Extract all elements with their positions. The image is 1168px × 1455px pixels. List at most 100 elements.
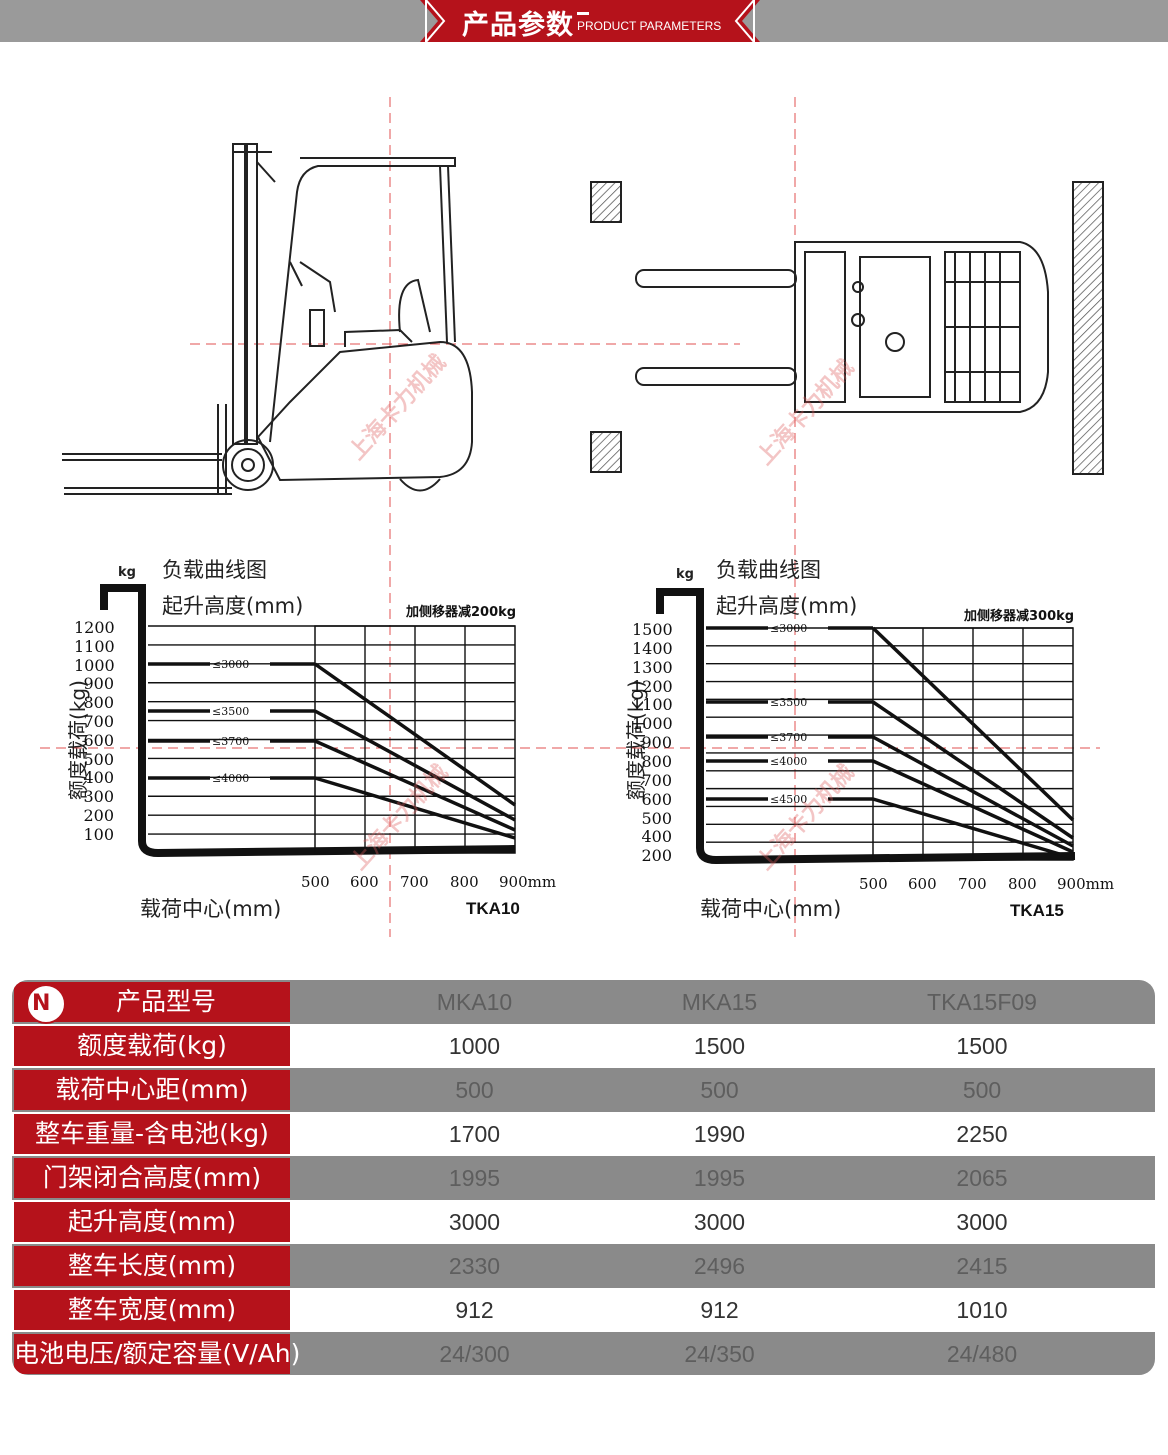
table-row: 整车长度(mm) 2330 2496 2415 (12, 1244, 1155, 1288)
row-value: 1995 (448, 1165, 501, 1191)
chart2-unit: kg (676, 567, 694, 582)
row-value: 3000 (956, 1209, 1008, 1235)
chart2-ytick: 200 (641, 846, 672, 866)
row-value: 500 (455, 1077, 494, 1103)
chart2-note: 加侧移器减300kg (964, 609, 1075, 624)
row-value: 1500 (956, 1033, 1008, 1059)
chart2-xtick: 700 (958, 875, 987, 893)
row-value: 1500 (693, 1033, 746, 1059)
row-label: 整车长度(mm) (14, 1246, 290, 1286)
chart2-ytick: 1400 (632, 638, 673, 658)
header-label: 产品型号 (115, 987, 216, 1016)
row-label: 电池电压/额定容量(V/Ah) (14, 1334, 300, 1374)
chart2-title: 负载曲线图 (716, 558, 821, 582)
chart2-model: TKA15 (1010, 901, 1064, 920)
chart1-ytick: 100 (83, 824, 114, 844)
table-row: 载荷中心距(mm) 500 500 500 (12, 1068, 1155, 1112)
row-label: 门架闭合高度(mm) (14, 1158, 290, 1198)
chart2-ytick: 500 (641, 808, 672, 828)
chart1-ytick: 900 (83, 674, 114, 694)
row-value: 1000 (448, 1033, 501, 1059)
table-row: 整车宽度(mm) 912 912 1010 (12, 1288, 1155, 1332)
chart2-ytick: 400 (641, 827, 672, 847)
row-value: 1990 (693, 1121, 746, 1147)
row-value: 2496 (693, 1253, 746, 1279)
row-value: 912 (455, 1297, 494, 1323)
table-row: 电池电压/额定容量(V/Ah) 24/300 24/350 24/480 (12, 1332, 1155, 1375)
top-view-drawing (590, 181, 1104, 475)
chart1-xtick: 500 (301, 873, 330, 891)
chart1-ytick: 1100 (74, 636, 115, 656)
chart1-xtick: 800 (450, 873, 479, 891)
chart2-ytick: 1000 (632, 714, 673, 734)
spec-table: 产品型号 N MKA10 MKA15 TKA15F09 额度载荷(kg) 1000… (12, 980, 1155, 1375)
row-value: 1010 (956, 1297, 1008, 1323)
chart1-ytick: 400 (83, 768, 114, 788)
chart1-ytick: 1200 (74, 618, 115, 637)
chart2-xtick: 500 (859, 875, 888, 893)
row-value: 24/350 (684, 1341, 755, 1367)
table-row: 门架闭合高度(mm) 1995 1995 2065 (12, 1156, 1155, 1200)
banner-dash (577, 12, 589, 15)
row-value: 24/480 (946, 1341, 1018, 1367)
row-label: 整车重量-含电池(kg) (14, 1114, 290, 1154)
chart2-ytick: 600 (641, 789, 672, 809)
page-subtitle: PRODUCT PARAMETERS (577, 19, 722, 33)
table-row: 整车重量-含电池(kg) 1700 1990 2250 (12, 1112, 1155, 1156)
chart2-xtick: 800 (1008, 875, 1037, 893)
chart1-note: 加侧移器减200kg (406, 605, 517, 620)
chart1-ytick: 500 (83, 749, 114, 769)
table-header-row: 产品型号 N MKA10 MKA15 TKA15F09 (12, 980, 1155, 1024)
chart1-model: TKA10 (466, 899, 520, 918)
row-label: 额度载荷(kg) (14, 1026, 290, 1066)
chart1-xlabel: 载荷中心(mm) (140, 897, 282, 921)
table-row: 额度载荷(kg) 1000 1500 1500 (12, 1024, 1155, 1068)
table-row: 起升高度(mm) 3000 3000 3000 (12, 1200, 1155, 1244)
row-value: 912 (700, 1297, 739, 1323)
brand-logo-icon: N (26, 984, 66, 1024)
chart2-ytick: 1300 (632, 657, 673, 677)
row-value: 3000 (693, 1209, 746, 1235)
row-label: 起升高度(mm) (14, 1202, 290, 1242)
chart2-lift-label: 起升高度(mm) (716, 594, 858, 618)
row-value: 24/300 (439, 1341, 510, 1367)
chart1-ytick: 700 (83, 712, 114, 731)
row-value: 2250 (956, 1121, 1008, 1147)
chart2-xlabel: 载荷中心(mm) (700, 897, 842, 921)
row-value: 1700 (448, 1121, 501, 1147)
chart2-ytick: 1500 (632, 620, 673, 639)
row-value: 2065 (956, 1165, 1008, 1191)
chart2-ytick: 800 (641, 751, 672, 771)
header-banner: 产品参数 PRODUCT PARAMETERS (420, 0, 760, 42)
chart1-lift-label: 起升高度(mm) (162, 594, 304, 618)
chart2-ytick: 900 (641, 733, 672, 753)
chart1-ytick: 600 (83, 730, 114, 750)
chart2-xtick: 900mm (1057, 875, 1115, 893)
model-col-1: MKA10 (436, 989, 513, 1015)
model-col-2: MKA15 (681, 989, 758, 1015)
row-value: 500 (962, 1077, 1002, 1103)
chart1-unit: kg (118, 565, 136, 580)
forklift-drawings (40, 97, 1104, 937)
row-value: 3000 (448, 1209, 501, 1235)
chart2-ytick: 1200 (632, 676, 673, 696)
row-label: 载荷中心距(mm) (14, 1070, 290, 1110)
model-col-3: TKA15F09 (927, 989, 1037, 1015)
row-value: 1995 (693, 1165, 746, 1191)
row-value: 2330 (448, 1253, 501, 1279)
chart1-xtick: 700 (400, 873, 429, 891)
chart2-ytick: 700 (641, 770, 672, 790)
chart1-ytick: 200 (83, 806, 114, 825)
page-title: 产品参数 (462, 10, 574, 41)
chart2-ytick: 1100 (632, 695, 673, 715)
row-label: 整车宽度(mm) (14, 1290, 290, 1330)
chart1-ytick: 1000 (74, 655, 115, 675)
chart2-xtick: 600 (908, 875, 937, 893)
chart1-ytick: 800 (83, 693, 114, 713)
row-value: 500 (700, 1077, 739, 1103)
row-value: 2415 (956, 1253, 1008, 1279)
chart1-title: 负载曲线图 (162, 558, 267, 582)
chart1-xtick: 900mm (499, 873, 557, 891)
chart1-xtick: 600 (350, 873, 379, 891)
side-view-drawing (62, 143, 473, 495)
